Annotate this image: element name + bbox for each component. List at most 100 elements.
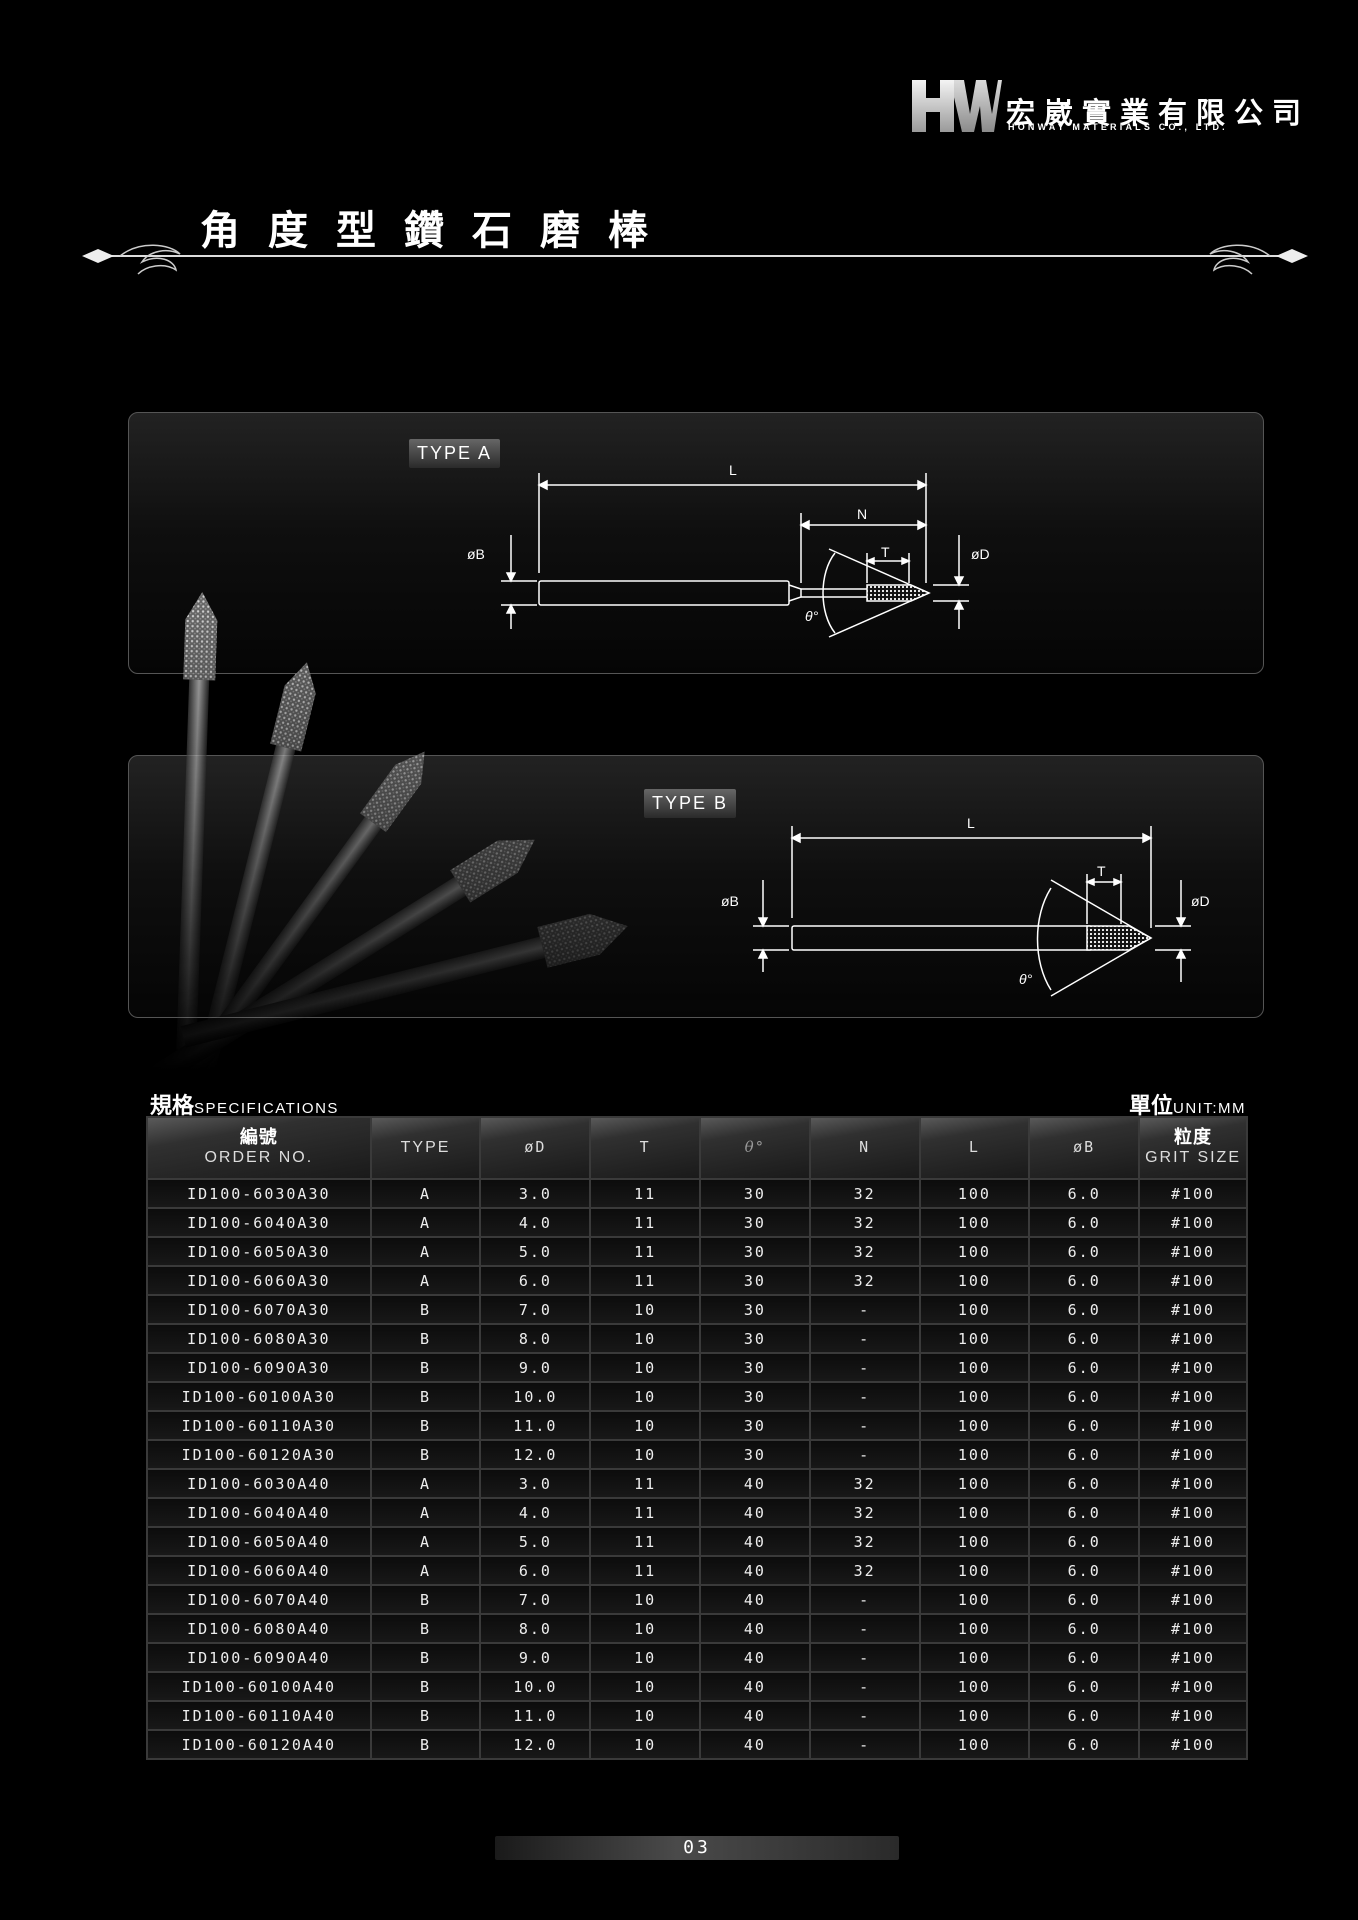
cell-order-no: ID100-6080A30 (146, 1323, 372, 1354)
cell-type: B (369, 1294, 482, 1325)
cell-order-no: ID100-60110A30 (146, 1410, 372, 1441)
cell-n: - (808, 1671, 921, 1702)
cell-type: A (369, 1265, 482, 1296)
cell-theta: 30 (699, 1178, 811, 1209)
cell-d: 3.0 (479, 1178, 592, 1209)
dim-l-label: L (729, 462, 737, 478)
cell-type: A (369, 1178, 482, 1209)
cell-t: 10 (589, 1584, 702, 1615)
cell-type: B (369, 1584, 482, 1615)
cell-n: - (808, 1439, 921, 1470)
cell-l: 100 (918, 1497, 1031, 1528)
hw-logo-mark (912, 80, 1002, 132)
dim-t-label: T (881, 544, 890, 560)
cell-type: B (369, 1439, 482, 1470)
cell-d: 11.0 (479, 1700, 592, 1731)
dim-b-label: øB (467, 546, 485, 562)
cell-b: 6.0 (1028, 1497, 1141, 1528)
cell-l: 100 (918, 1323, 1031, 1354)
cell-theta: 30 (699, 1323, 811, 1354)
cell-grit-size: #100 (1138, 1555, 1248, 1586)
cell-theta: 40 (699, 1468, 811, 1499)
dim-theta-label: θ° (1019, 971, 1033, 987)
cell-d: 8.0 (479, 1613, 592, 1644)
cell-theta: 30 (699, 1352, 811, 1383)
cell-theta: 40 (699, 1497, 811, 1528)
cell-grit-size: #100 (1138, 1671, 1248, 1702)
company-name-cn: 宏崴實業有限公司 (1006, 96, 1311, 130)
cell-t: 10 (589, 1613, 702, 1644)
cell-n: 32 (808, 1468, 921, 1499)
cell-n: - (808, 1584, 921, 1615)
cell-order-no: ID100-6030A40 (146, 1468, 372, 1499)
cell-n: 32 (808, 1526, 921, 1557)
cell-theta: 40 (699, 1584, 811, 1615)
cell-type: B (369, 1352, 482, 1383)
col-theta: θ° (699, 1116, 811, 1180)
cell-n: - (808, 1381, 921, 1412)
cell-l: 100 (918, 1410, 1031, 1441)
cell-b: 6.0 (1028, 1381, 1141, 1412)
cell-l: 100 (918, 1381, 1031, 1412)
cell-theta: 30 (699, 1381, 811, 1412)
cell-type: B (369, 1613, 482, 1644)
cell-t: 11 (589, 1497, 702, 1528)
cell-n: - (808, 1642, 921, 1673)
cell-type: B (369, 1700, 482, 1731)
cell-d: 11.0 (479, 1410, 592, 1441)
col-l: L (918, 1116, 1031, 1180)
cell-t: 10 (589, 1439, 702, 1470)
cell-l: 100 (918, 1584, 1031, 1615)
cell-b: 6.0 (1028, 1294, 1141, 1325)
type-a-drawing: L N T θ° øB øD (467, 462, 990, 638)
cell-d: 12.0 (479, 1729, 592, 1760)
cell-b: 6.0 (1028, 1410, 1141, 1441)
cell-type: A (369, 1236, 482, 1267)
cell-theta: 30 (699, 1236, 811, 1267)
cell-t: 10 (589, 1381, 702, 1412)
diamond-burs-photo (150, 592, 628, 1070)
cell-t: 10 (589, 1642, 702, 1673)
cell-theta: 30 (699, 1439, 811, 1470)
cell-theta: 40 (699, 1526, 811, 1557)
type-b-label: TYPE B (644, 789, 737, 818)
cell-t: 11 (589, 1236, 702, 1267)
cell-d: 7.0 (479, 1294, 592, 1325)
cell-grit-size: #100 (1138, 1236, 1248, 1267)
cell-grit-size: #100 (1138, 1526, 1248, 1557)
type-b-drawing: L T θ° øB øD (721, 815, 1210, 997)
cell-l: 100 (918, 1555, 1031, 1586)
cell-l: 100 (918, 1352, 1031, 1383)
cell-t: 11 (589, 1526, 702, 1557)
cell-t: 10 (589, 1323, 702, 1354)
cell-n: 32 (808, 1265, 921, 1296)
cell-n: 32 (808, 1207, 921, 1238)
cell-grit-size: #100 (1138, 1439, 1248, 1470)
cell-l: 100 (918, 1642, 1031, 1673)
col-d: øD (479, 1116, 592, 1180)
cell-theta: 30 (699, 1410, 811, 1441)
dim-d-label: øD (1191, 893, 1210, 909)
cell-order-no: ID100-6060A40 (146, 1555, 372, 1586)
cell-order-no: ID100-6040A40 (146, 1497, 372, 1528)
cell-b: 6.0 (1028, 1439, 1141, 1470)
dim-theta-label: θ° (805, 608, 819, 624)
cell-d: 5.0 (479, 1526, 592, 1557)
title-ornament-rule (82, 244, 1308, 275)
cell-l: 100 (918, 1700, 1031, 1731)
cell-type: A (369, 1497, 482, 1528)
cell-n: - (808, 1323, 921, 1354)
cell-b: 6.0 (1028, 1207, 1141, 1238)
cell-t: 10 (589, 1294, 702, 1325)
